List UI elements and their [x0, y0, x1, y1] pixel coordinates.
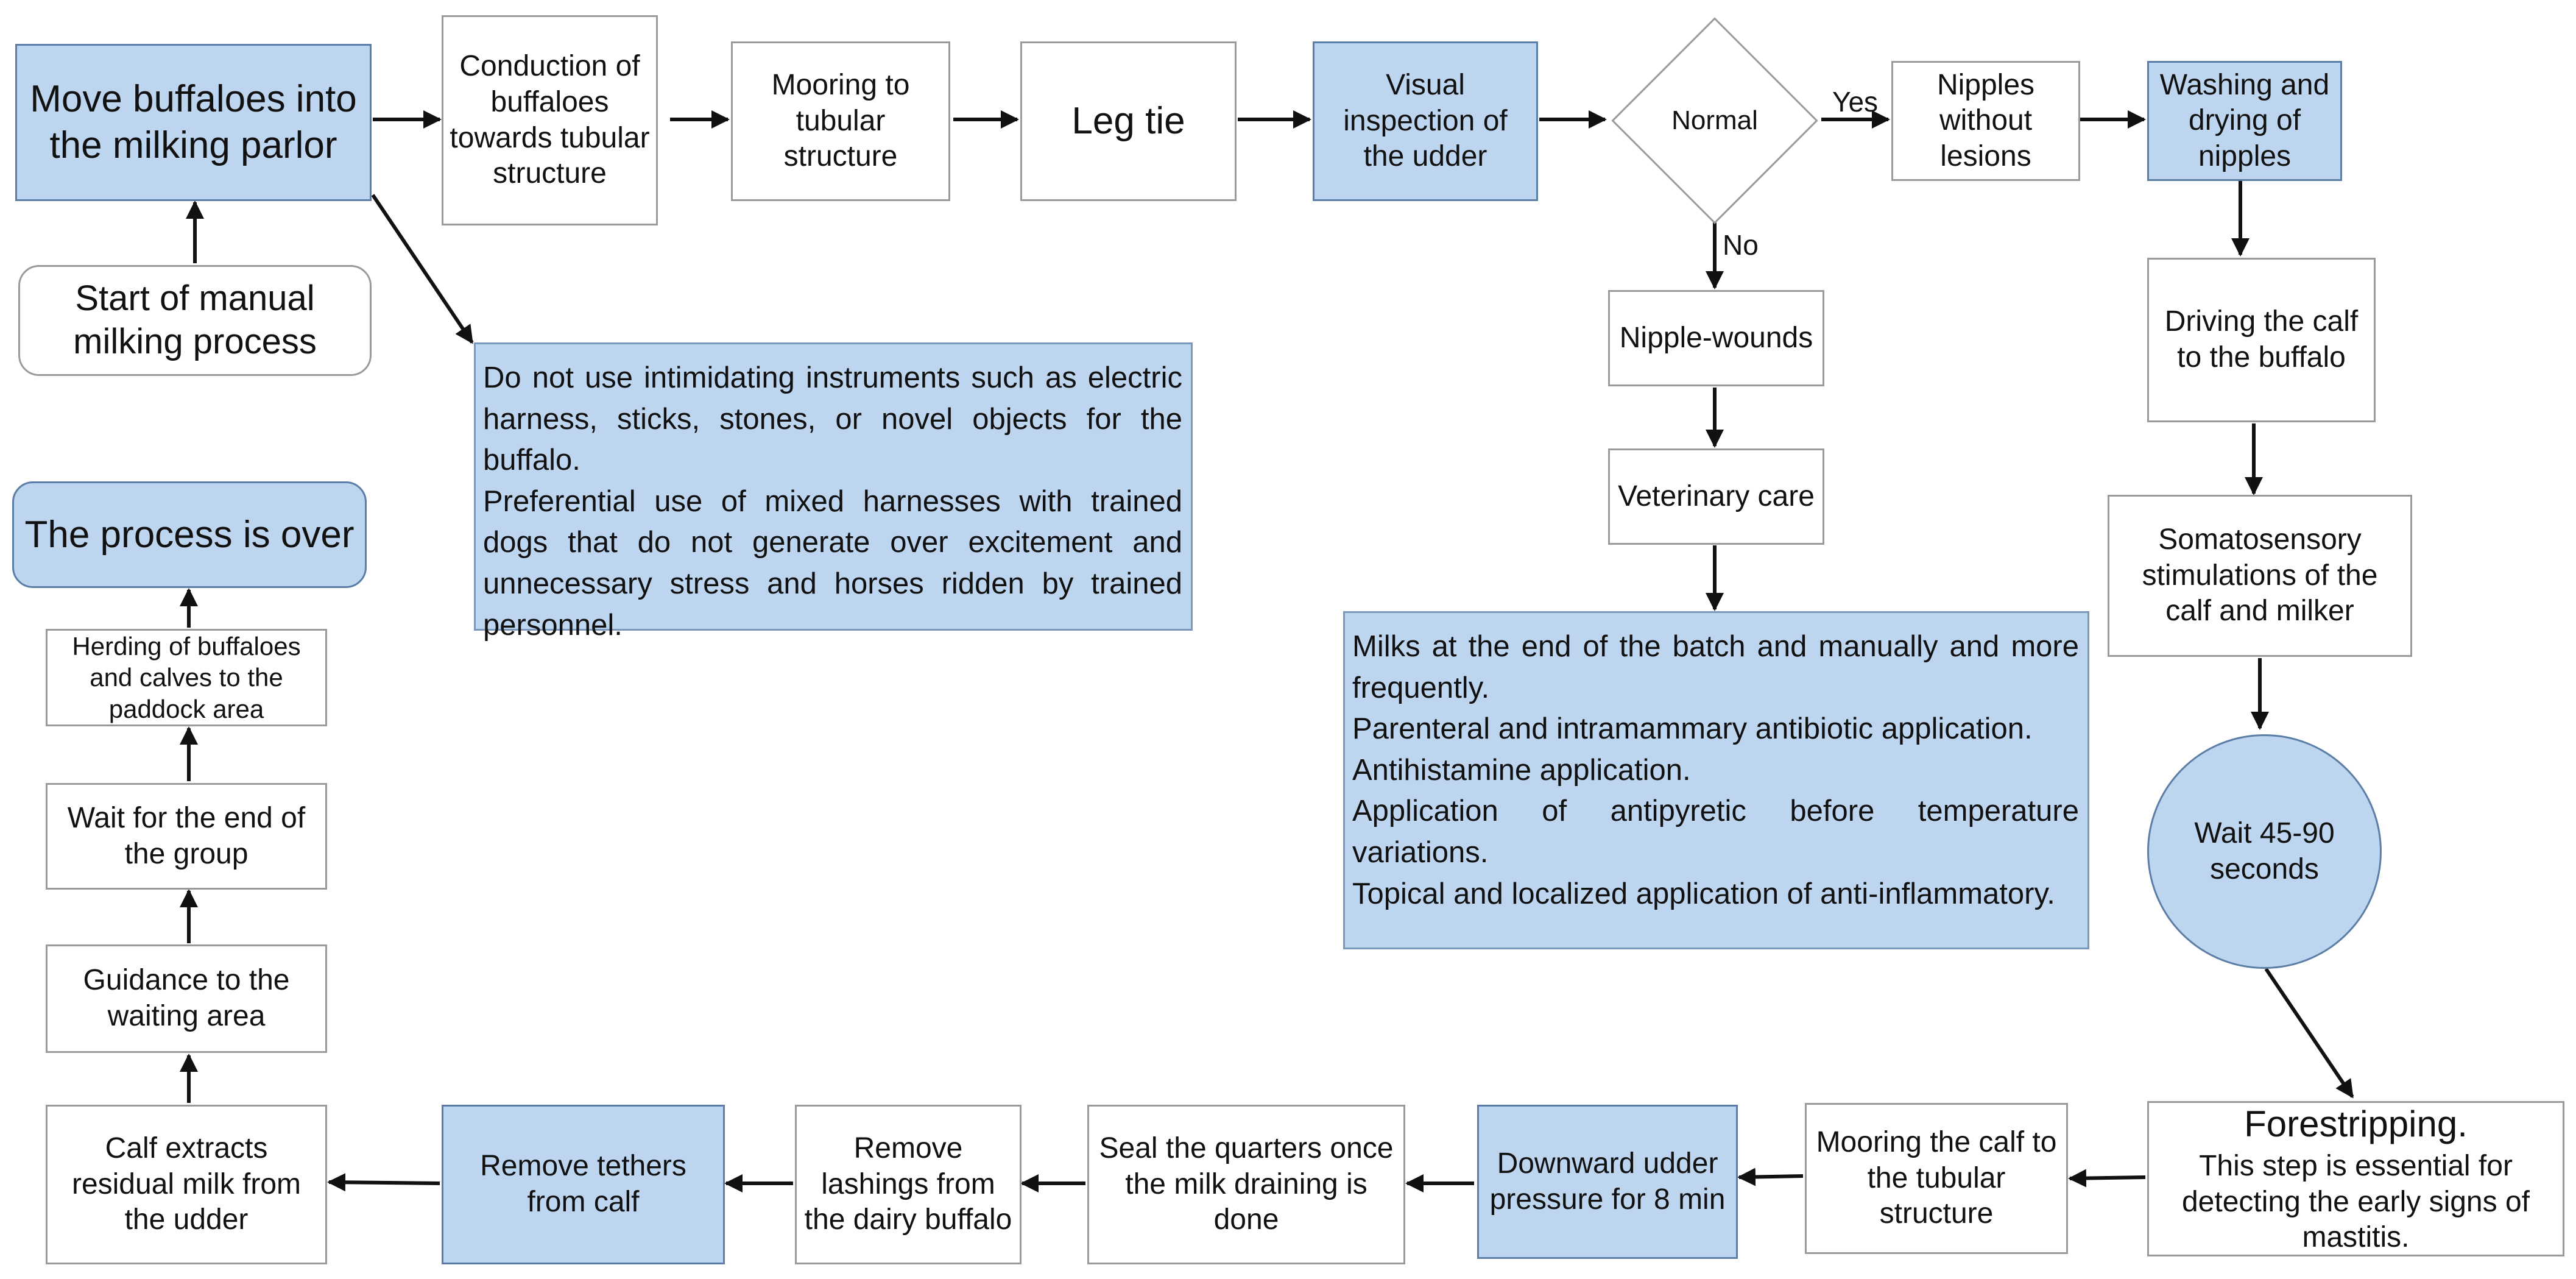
mooring-calf-node: Mooring the calf to the tubular structur… — [1805, 1103, 2068, 1254]
nipple-wounds-node: Nipple-wounds — [1608, 290, 1824, 386]
forestripping-title: Forestripping. — [2244, 1104, 2468, 1145]
leg-tie-node: Leg tie — [1020, 41, 1237, 201]
vet-note-line-1: Milks at the end of the batch and manual… — [1352, 630, 2079, 704]
driving-calf-node: Driving the calf to the buffalo — [2147, 258, 2376, 422]
vet-note-line-4: Application of antipyretic before temper… — [1352, 795, 2079, 870]
veterinary-treatment-note: Milks at the end of the batch and manual… — [1343, 611, 2089, 949]
washing-drying-node: Washing and drying of nipples — [2147, 61, 2342, 181]
seal-quarters-node: Seal the quarters once the milk draining… — [1087, 1105, 1405, 1264]
vet-note-line-5: Topical and localized application of ant… — [1352, 877, 2055, 910]
yes-label: Yes — [1832, 86, 1879, 118]
no-label: No — [1723, 229, 1759, 261]
arrow-wait-to-forestripping — [2264, 968, 2354, 1099]
guidance-waiting-node: Guidance to the waiting area — [46, 944, 327, 1053]
somatosensory-node: Somatosensory stimulations of the calf a… — [2108, 495, 2412, 657]
arrow-forestripping-to-mooringcalf — [2068, 1169, 2146, 1188]
normal-decision-label: Normal — [1671, 105, 1758, 135]
visual-inspection-node: Visual inspection of the udder — [1313, 41, 1538, 201]
parlor-note-line-1: Do not use intimidating instruments such… — [483, 361, 1182, 477]
parlor-note-line-2: Preferential use of mixed harnesses with… — [483, 484, 1182, 642]
arrow-mooringcalf-to-downward — [1737, 1167, 1804, 1186]
wait-45-90-node: Wait 45-90 seconds — [2147, 734, 2382, 969]
veterinary-care-node: Veterinary care — [1608, 448, 1824, 545]
start-node: Start of manual milking process — [18, 265, 372, 376]
forestripping-body: This step is essential for detecting the… — [2181, 1150, 2530, 1254]
herding-node: Herding of buffaloes and calves to the p… — [46, 629, 327, 726]
wait-end-group-node: Wait for the end of the group — [46, 783, 327, 890]
conduction-node: Conduction of buffaloes towards tubular … — [442, 15, 658, 225]
arrow-move-to-note — [371, 194, 474, 344]
calf-extracts-node: Calf extracts residual milk from the udd… — [46, 1105, 327, 1264]
process-over-node: The process is over — [12, 481, 367, 588]
vet-note-line-3: Antihistamine application. — [1352, 753, 1691, 787]
arrow-tethers-to-calfextracts — [327, 1173, 440, 1192]
remove-tethers-node: Remove tethers from calf — [442, 1105, 725, 1264]
parlor-handling-note: Do not use intimidating instruments such… — [474, 342, 1193, 642]
forestripping-node: Forestripping. This step is essential fo… — [2147, 1101, 2564, 1256]
mooring-tubular-node: Mooring to tubular structure — [731, 41, 950, 201]
vet-note-line-2: Parenteral and intramammary antibiotic a… — [1352, 712, 2033, 746]
nipples-without-lesions-node: Nipples without lesions — [1891, 61, 2080, 181]
downward-pressure-node: Downward udder pressure for 8 min — [1477, 1105, 1738, 1259]
remove-lashings-node: Remove lashings from the dairy buffalo — [795, 1105, 1022, 1264]
move-buffaloes-node: Move buffaloes into the milking parlor — [15, 44, 372, 201]
